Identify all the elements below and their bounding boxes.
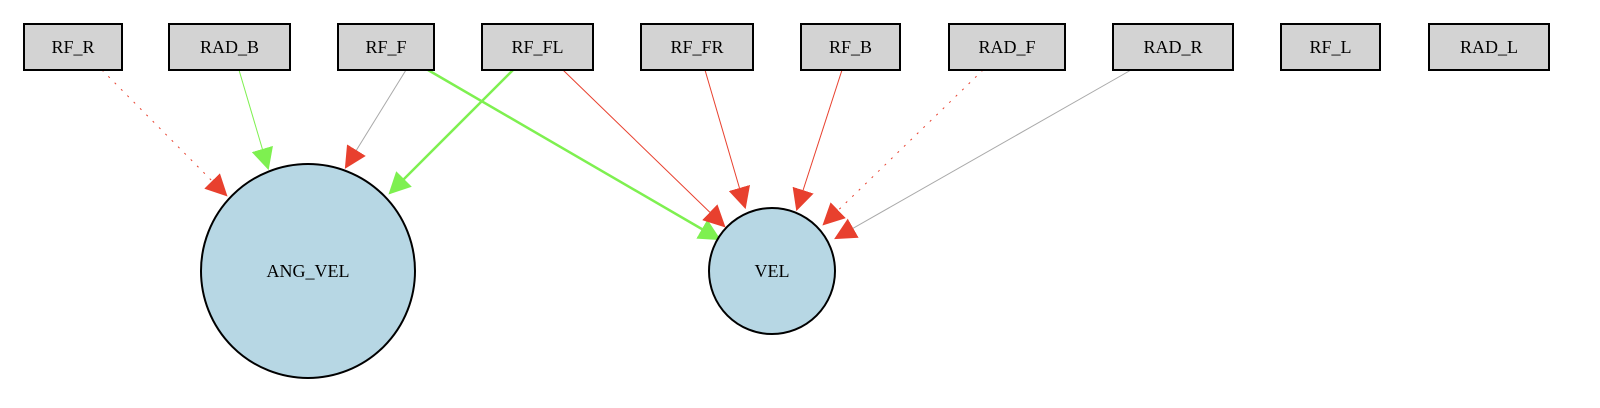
input-node-rf-r: RF_R xyxy=(23,23,123,71)
edge-rf-b-to-vel xyxy=(792,69,843,212)
input-node-label: RF_FL xyxy=(511,37,563,57)
input-node-rad-f: RAD_F xyxy=(948,23,1066,71)
input-node-rf-fr: RF_FR xyxy=(640,23,754,71)
input-node-label: RF_F xyxy=(365,37,406,57)
edge-rf-fr-to-vel xyxy=(704,69,751,210)
input-node-label: RF_L xyxy=(1309,37,1351,57)
output-node-ang-vel: ANG_VEL xyxy=(200,163,416,379)
edge-rad-r-to-vel xyxy=(834,69,1132,240)
input-node-label: RAD_B xyxy=(200,37,259,57)
edge-rf-f-to-ang-vel xyxy=(344,69,407,169)
input-node-rad-l: RAD_L xyxy=(1428,23,1550,71)
input-node-rad-b: RAD_B xyxy=(168,23,291,71)
input-node-rf-f: RF_F xyxy=(337,23,435,71)
input-node-label: RAD_F xyxy=(978,37,1035,57)
input-node-label: RF_FR xyxy=(670,37,723,57)
edge-rad-f-to-vel xyxy=(822,69,984,226)
edge-rf-fl-to-vel xyxy=(562,69,726,228)
input-node-label: RF_R xyxy=(51,37,94,57)
input-node-rf-l: RF_L xyxy=(1280,23,1381,71)
output-node-vel: VEL xyxy=(708,207,836,335)
edge-rf-r-to-ang-vel xyxy=(101,69,228,197)
input-node-rad-r: RAD_R xyxy=(1112,23,1234,71)
output-node-label: VEL xyxy=(755,261,790,281)
edge-rad-b-to-ang-vel xyxy=(238,69,273,171)
input-node-rf-b: RF_B xyxy=(800,23,901,71)
input-node-label: RAD_R xyxy=(1143,37,1202,57)
input-node-rf-fl: RF_FL xyxy=(481,23,594,71)
input-node-label: RF_B xyxy=(829,37,872,57)
edge-rf-fl-to-ang-vel xyxy=(388,69,514,195)
input-node-label: RAD_L xyxy=(1460,37,1518,57)
output-node-label: ANG_VEL xyxy=(267,261,350,281)
edge-layer xyxy=(101,68,1132,241)
edge-rf-f-to-vel xyxy=(427,68,721,241)
